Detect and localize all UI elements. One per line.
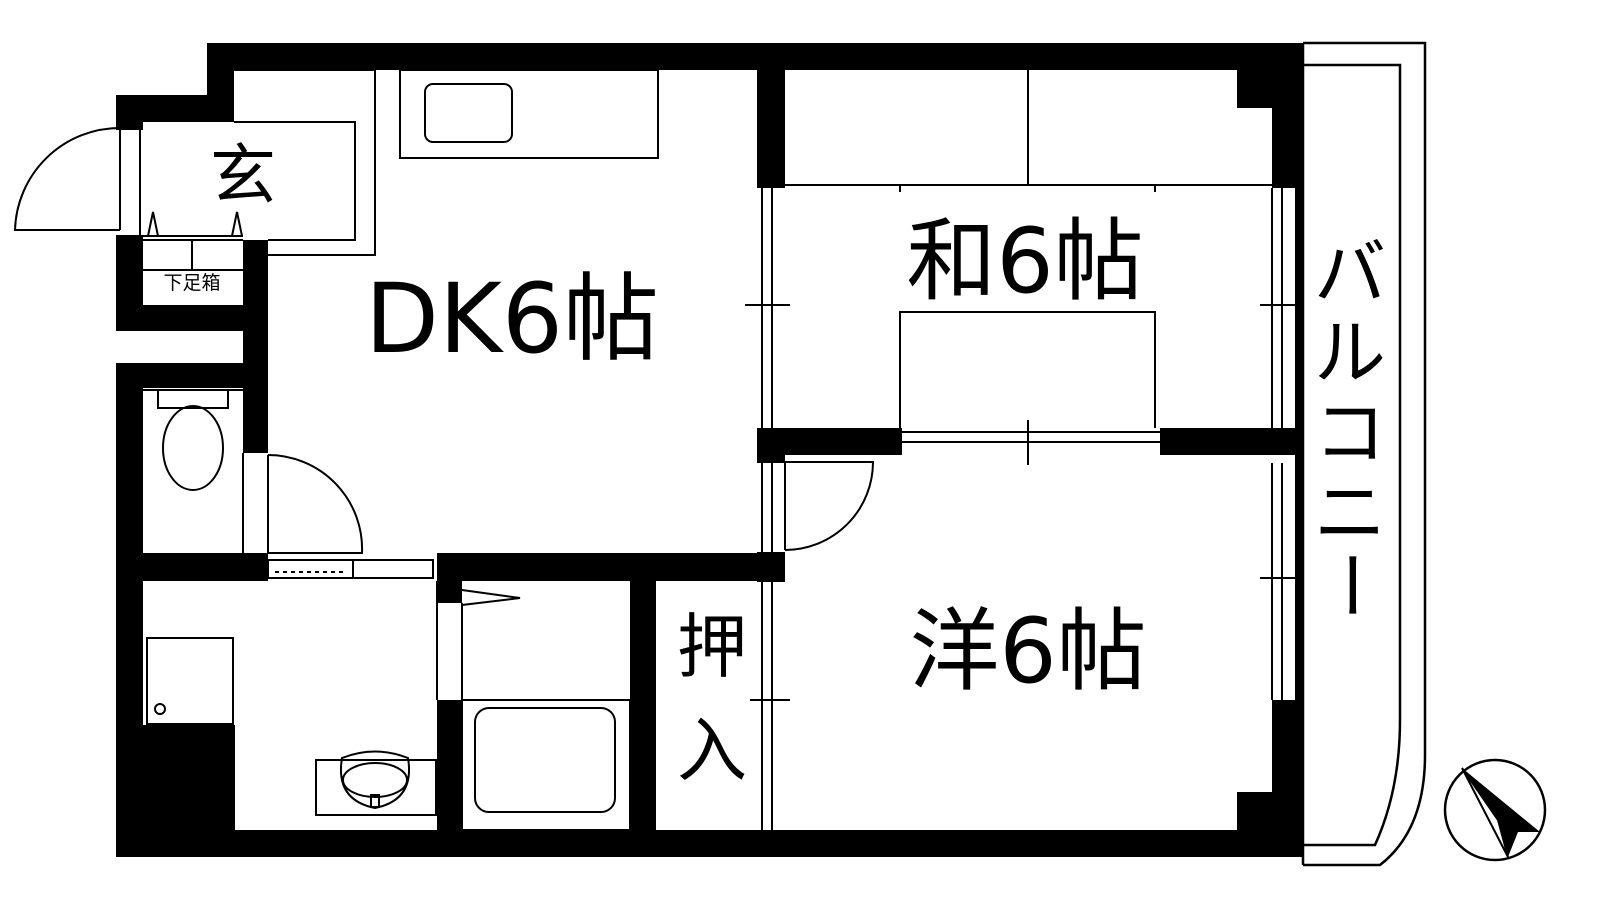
balcony bbox=[1301, 41, 1427, 867]
yoshitsu-label: 洋6帖 bbox=[909, 599, 1146, 704]
entrance-label: 玄 bbox=[210, 137, 276, 214]
dk-label: DK6帖 bbox=[365, 263, 659, 375]
bathroom bbox=[461, 699, 631, 831]
balcony-char: バ bbox=[1314, 231, 1386, 315]
washroom bbox=[146, 559, 521, 816]
compass-north-arrow-icon bbox=[1443, 758, 1547, 862]
balcony-char: ル bbox=[1314, 311, 1386, 395]
washitsu-label: 和6帖 bbox=[906, 209, 1143, 314]
yoshitsu-door bbox=[784, 461, 875, 551]
washbasin-icon bbox=[315, 759, 437, 816]
balcony-char: コ bbox=[1314, 391, 1386, 475]
sliding-doors bbox=[745, 188, 1300, 830]
outer-walls bbox=[116, 43, 1303, 857]
bathtub-icon bbox=[474, 707, 616, 813]
kitchen-sink-icon bbox=[424, 83, 513, 143]
interior-walls bbox=[143, 70, 1295, 830]
kitchen-counter bbox=[399, 69, 659, 159]
washitsu-closet bbox=[785, 70, 1272, 428]
oshiire-label-top: 押 bbox=[677, 606, 747, 688]
toilet-icon bbox=[162, 405, 224, 491]
oshiire-label-bottom: 入 bbox=[677, 710, 747, 792]
washing-machine-pan-icon bbox=[146, 637, 234, 725]
entrance-area bbox=[143, 69, 376, 271]
balcony-char: ニ bbox=[1314, 471, 1386, 555]
shoe-box-label: 下足箱 bbox=[163, 272, 220, 294]
toilet-room bbox=[143, 389, 364, 554]
balcony-char: ー bbox=[1308, 549, 1392, 621]
entrance-door bbox=[13, 127, 141, 235]
balcony-label: バ ル コ ニ ー bbox=[1308, 231, 1392, 621]
